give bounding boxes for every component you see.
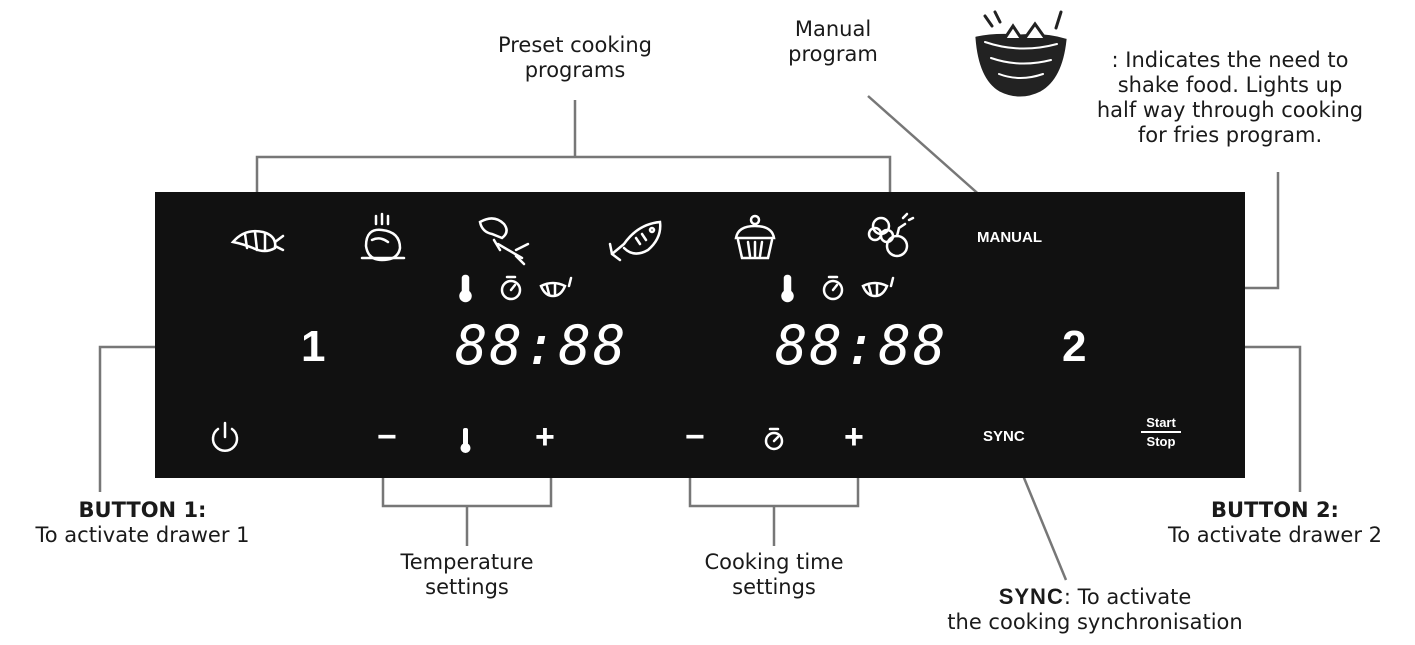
button2-label: BUTTON 2: To activate drawer 2 bbox=[1135, 498, 1415, 548]
basket-icon bbox=[975, 10, 1067, 97]
drawer2-button[interactable]: 2 bbox=[1062, 322, 1087, 371]
timer-icon bbox=[822, 275, 844, 301]
sync-button[interactable]: SYNC bbox=[983, 428, 1025, 445]
fish-icon[interactable] bbox=[608, 214, 668, 264]
temp-minus-button[interactable]: − bbox=[377, 418, 397, 456]
vegetables-icon[interactable] bbox=[865, 212, 915, 266]
start-stop-divider bbox=[1141, 431, 1181, 433]
thermometer-icon bbox=[781, 274, 794, 303]
preset-label-line1: Preset cooking bbox=[497, 33, 653, 57]
manual-label-line2: program bbox=[788, 42, 878, 66]
display-right: 88:88 bbox=[775, 314, 948, 377]
shake-label-line3: half way through cooking bbox=[1096, 98, 1364, 122]
button1-title: BUTTON 1: bbox=[78, 498, 207, 522]
start-stop-button[interactable]: Start Stop bbox=[1139, 415, 1183, 449]
shake-label-line1: : Indicates the need to bbox=[1111, 48, 1349, 72]
power-icon[interactable] bbox=[208, 420, 242, 456]
temperature-label-line2: settings bbox=[425, 575, 509, 599]
time-minus-button[interactable]: − bbox=[685, 418, 705, 456]
indicator-group-right bbox=[781, 274, 895, 303]
cooking-time-label: Cooking time settings bbox=[674, 550, 874, 600]
timer-icon bbox=[500, 275, 522, 301]
temp-plus-button[interactable]: + bbox=[535, 418, 555, 456]
sync-label: SYNC: To activate the cooking synchronis… bbox=[900, 584, 1290, 635]
indicator-group-left bbox=[459, 274, 573, 303]
control-panel: MANUAL 88:88 88:88 1 2 − + − bbox=[155, 192, 1245, 478]
preset-label: Preset cooking programs bbox=[455, 33, 695, 83]
shake-icon bbox=[861, 276, 895, 298]
sync-title: SYNC bbox=[998, 584, 1064, 609]
cake-icon[interactable] bbox=[730, 212, 780, 264]
time-plus-button[interactable]: + bbox=[844, 418, 864, 456]
temperature-label-line1: Temperature bbox=[400, 550, 534, 574]
manual-button[interactable]: MANUAL bbox=[977, 229, 1042, 246]
start-label: Start bbox=[1146, 415, 1176, 430]
button2-title: BUTTON 2: bbox=[1211, 498, 1339, 522]
sync-desc-line2: the cooking synchronisation bbox=[947, 610, 1243, 634]
shrimp-icon[interactable] bbox=[225, 214, 285, 264]
cooking-time-label-line2: settings bbox=[732, 575, 816, 599]
manual-label-line1: Manual bbox=[794, 17, 872, 41]
chicken-icon[interactable] bbox=[358, 210, 408, 266]
shake-label-line4: for fries program. bbox=[1137, 123, 1323, 147]
timer-icon bbox=[764, 427, 784, 451]
cooking-time-label-line1: Cooking time bbox=[704, 550, 844, 574]
drumstick-icon[interactable] bbox=[472, 210, 534, 266]
drawer1-button[interactable]: 1 bbox=[301, 322, 326, 371]
shake-label: : Indicates the need to shake food. Ligh… bbox=[1065, 48, 1395, 148]
temperature-label: Temperature settings bbox=[367, 550, 567, 600]
stop-label: Stop bbox=[1146, 434, 1176, 449]
display-left: 88:88 bbox=[455, 314, 628, 377]
thermometer-icon bbox=[459, 274, 472, 303]
button1-desc: To activate drawer 1 bbox=[35, 523, 250, 547]
manual-label: Manual program bbox=[768, 17, 898, 67]
shake-label-line2: shake food. Lights up bbox=[1117, 73, 1343, 97]
preset-label-line2: programs bbox=[524, 58, 626, 82]
thermometer-icon bbox=[460, 428, 471, 453]
button2-desc: To activate drawer 2 bbox=[1168, 523, 1382, 547]
shake-icon bbox=[539, 276, 573, 298]
sync-desc-line1: : To activate bbox=[1063, 585, 1192, 609]
button1-label: BUTTON 1: To activate drawer 1 bbox=[0, 498, 285, 548]
